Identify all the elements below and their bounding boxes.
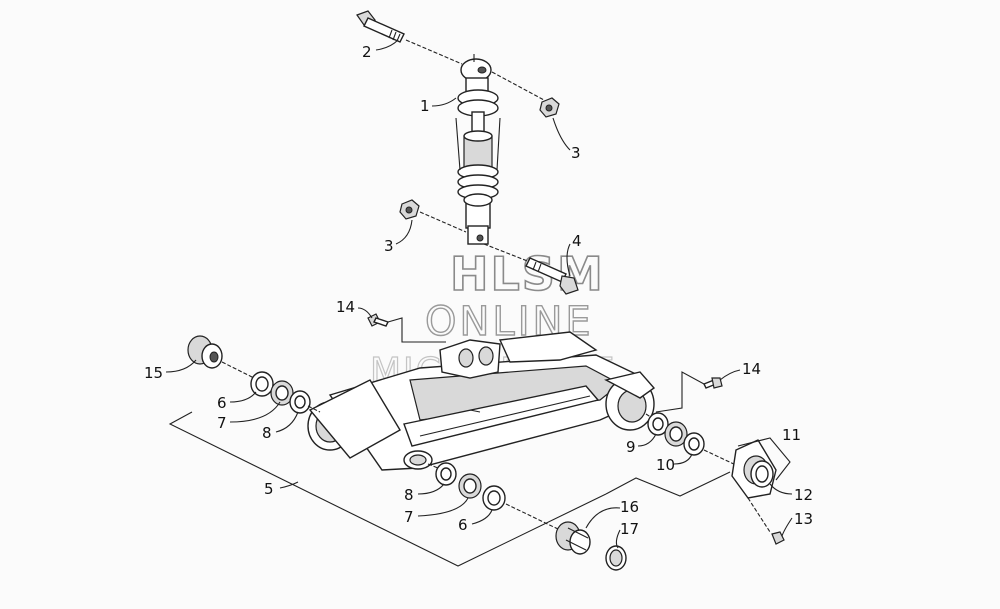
watermark-line-1: HLSM [450, 247, 605, 301]
callout-14-left: 14 [336, 298, 355, 316]
small-bolt-right [655, 371, 723, 413]
cover-plate-assembly [731, 439, 785, 545]
callout-3-lower: 3 [384, 237, 394, 255]
lower-nut [399, 199, 467, 233]
swingarm [307, 331, 656, 471]
left-bushing [187, 335, 259, 381]
callout-7-lower: 7 [404, 508, 414, 526]
callout-8-lower: 8 [404, 486, 414, 504]
callout-16: 16 [620, 498, 639, 516]
right-bearing-stack [645, 412, 739, 467]
left-bearing-stack [250, 371, 321, 414]
lower-bolt [483, 243, 579, 295]
callout-5: 5 [264, 480, 274, 498]
callout-13: 13 [794, 510, 813, 528]
callout-2: 2 [362, 43, 372, 61]
leader-lines [165, 39, 793, 549]
callout-10: 10 [656, 456, 675, 474]
bracket-10 [605, 471, 731, 497]
callout-9: 9 [626, 438, 636, 456]
callout-14-right: 14 [742, 360, 761, 378]
bracket-5 [168, 411, 607, 567]
callout-17: 17 [620, 520, 639, 538]
callout-6-lower: 6 [458, 516, 468, 534]
callout-3-upper: 3 [571, 144, 581, 162]
lower-bushing [555, 521, 627, 571]
callout-4: 4 [572, 232, 582, 250]
callout-11: 11 [782, 426, 801, 444]
callout-7-upper: 7 [217, 414, 227, 432]
upper-bolt [356, 10, 463, 65]
callout-6-upper: 6 [217, 394, 227, 412]
lower-bearing-stack [427, 462, 561, 531]
shock-absorber [455, 54, 501, 245]
callout-1: 1 [420, 97, 430, 115]
callout-12: 12 [794, 486, 813, 504]
callout-8-upper: 8 [262, 424, 272, 442]
upper-nut [491, 71, 560, 118]
callout-labels: 2 1 3 3 4 14 14 15 6 7 8 5 8 7 6 16 17 9… [144, 43, 813, 538]
callout-15: 15 [144, 364, 163, 382]
